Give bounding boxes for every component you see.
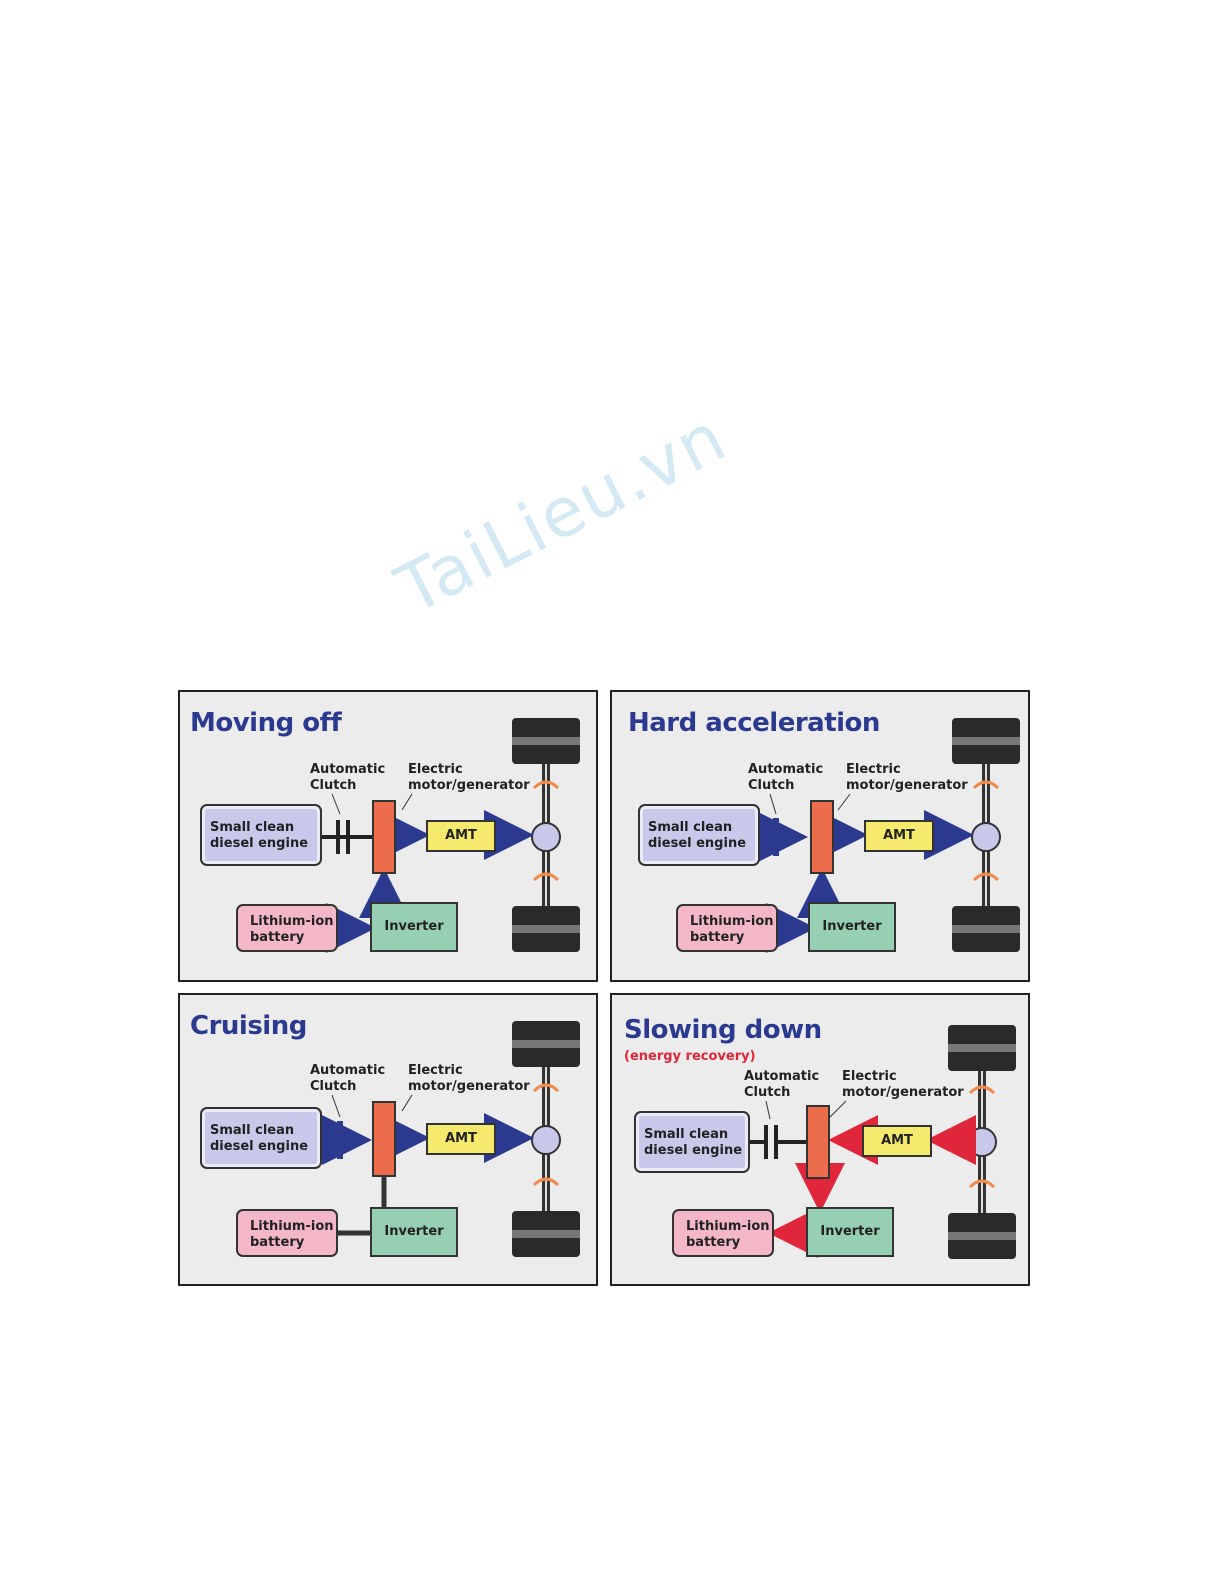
- wheel-top: [512, 718, 580, 764]
- amt-box: AMT: [864, 820, 934, 852]
- motor-generator-box: [806, 1105, 830, 1179]
- panel-subtitle: (energy recovery): [624, 1049, 756, 1064]
- panel-title: Slowing down: [624, 1015, 822, 1045]
- amt-box: AMT: [426, 1123, 496, 1155]
- inverter-box: Inverter: [806, 1207, 894, 1257]
- wheel-top: [948, 1025, 1016, 1071]
- motor-generator-box: [372, 1101, 396, 1177]
- amt-box: AMT: [862, 1125, 932, 1157]
- wheel-bottom: [948, 1213, 1016, 1259]
- wheel-bottom: [512, 906, 580, 952]
- panel-title: Hard acceleration: [628, 708, 880, 738]
- panel-title: Cruising: [190, 1011, 307, 1041]
- panel-title: Moving off: [190, 708, 342, 738]
- drivetrain-diagram: [322, 1021, 580, 1257]
- motor-generator-box: [810, 800, 834, 874]
- panel-slowing-down: Slowing down (energy recovery) Automatic…: [610, 993, 1030, 1286]
- amt-box: AMT: [426, 820, 496, 852]
- watermark-text: TaiLieu.vn: [385, 397, 740, 631]
- drivetrain-diagram: [758, 718, 1020, 953]
- drivetrain-diagram: [320, 718, 580, 953]
- motor-generator-box: [372, 800, 396, 874]
- inverter-box: Inverter: [808, 902, 896, 952]
- wheel-top: [512, 1021, 580, 1067]
- wheel-bottom: [952, 906, 1020, 952]
- inverter-box: Inverter: [370, 1207, 458, 1257]
- inverter-box: Inverter: [370, 902, 458, 952]
- drivetrain-diagram: [746, 1025, 1016, 1259]
- wheel-top: [952, 718, 1020, 764]
- wheel-bottom: [512, 1211, 580, 1257]
